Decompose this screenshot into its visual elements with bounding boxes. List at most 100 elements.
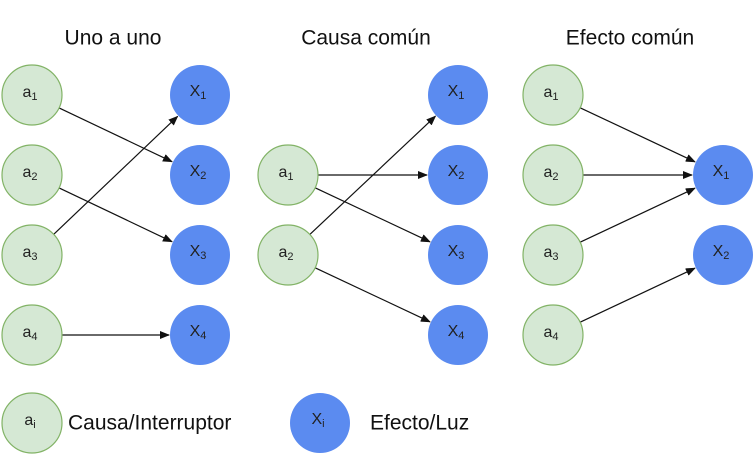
arrow-edge: [58, 187, 173, 243]
cause-node-label-subscript: 4: [552, 331, 558, 343]
effect-node-label-base: X: [190, 83, 201, 100]
effect-node: X3: [170, 225, 230, 285]
effect-node-label-subscript: 2: [458, 170, 464, 182]
cause-node: a2: [522, 144, 584, 206]
effect-node-circle: [428, 145, 488, 205]
effect-node-circle: [170, 225, 230, 285]
arrow-edge: [309, 115, 437, 235]
panel-title: Causa común: [301, 27, 431, 50]
effect-node-circle: [170, 305, 230, 365]
cause-node-label-subscript: 4: [31, 331, 37, 343]
arrow-edge: [579, 107, 696, 163]
cause-node-label-subscript: 2: [552, 171, 558, 183]
effect-node-label: X2: [713, 243, 730, 263]
cause-node-label-base: a: [543, 244, 552, 261]
legend-effect-symbol: Xi: [311, 411, 324, 431]
cause-node: a1: [1, 64, 63, 126]
effect-node-label: X3: [448, 243, 465, 263]
effect-node-label: X1: [190, 83, 207, 103]
cause-node-label-subscript: 2: [287, 251, 293, 263]
legend-effect-symbol-base: X: [311, 411, 322, 428]
effect-node-label-base: X: [713, 243, 724, 260]
cause-node-circle: [522, 224, 584, 286]
legend-effect-label: Efecto/Luz: [370, 412, 469, 435]
effect-node-label-base: X: [190, 243, 201, 260]
effect-node-circle: [693, 225, 753, 285]
effect-node-label-subscript: 4: [200, 330, 206, 342]
legend-cause-label: Causa/Interruptor: [68, 412, 231, 435]
effect-node: X4: [428, 305, 488, 365]
effect-node-circle: [428, 305, 488, 365]
effect-node-circle: [428, 65, 488, 125]
effect-node-circle: [170, 65, 230, 125]
effect-node-circle: [170, 145, 230, 205]
effect-node-label-base: X: [448, 83, 459, 100]
effect-node-circle: [428, 225, 488, 285]
cause-node-circle: [257, 224, 319, 286]
cause-node: a4: [1, 304, 63, 366]
cause-node-circle: [1, 224, 63, 286]
cause-node-label: a2: [22, 164, 37, 184]
cause-node-label-subscript: 3: [552, 251, 558, 263]
cause-node-label-base: a: [278, 164, 287, 181]
effect-node-label: X2: [190, 163, 207, 183]
effect-node-label-subscript: 1: [723, 170, 729, 182]
effect-node: X4: [170, 305, 230, 365]
effect-node-label-subscript: 1: [200, 90, 206, 102]
cause-node-label-base: a: [22, 164, 31, 181]
cause-node-circle: [522, 64, 584, 126]
cause-node: a2: [1, 144, 63, 206]
cause-node-label-base: a: [22, 324, 31, 341]
effect-node-label: X4: [190, 323, 207, 343]
cause-node-label-base: a: [22, 244, 31, 261]
legend-cause-symbol: ai: [24, 412, 35, 432]
cause-node-label: a4: [22, 324, 37, 344]
effect-node-label-subscript: 2: [723, 250, 729, 262]
cause-node-label-base: a: [278, 244, 287, 261]
effect-node: X3: [428, 225, 488, 285]
effect-node-label-base: X: [713, 163, 724, 180]
cause-node-circle: [522, 144, 584, 206]
effect-node-label: X2: [448, 163, 465, 183]
effect-node-label-base: X: [448, 163, 459, 180]
cause-node-circle: [522, 304, 584, 366]
cause-node-label: a4: [543, 324, 558, 344]
legend-cause-symbol-base: a: [24, 412, 33, 429]
arrow-edge: [314, 267, 431, 323]
effect-node-circle: [693, 145, 753, 205]
cause-node-label: a1: [543, 84, 558, 104]
effect-node: X2: [170, 145, 230, 205]
effect-node: X1: [693, 145, 753, 205]
cause-node-label-base: a: [22, 84, 31, 101]
effect-node: X2: [428, 145, 488, 205]
effect-node-label-base: X: [190, 323, 201, 340]
effect-node-label-base: X: [190, 163, 201, 180]
cause-node-label: a2: [543, 164, 558, 184]
arrow-edge: [53, 115, 179, 235]
effect-node: X2: [693, 225, 753, 285]
cause-node-label-base: a: [543, 324, 552, 341]
cause-node: a1: [522, 64, 584, 126]
cause-node-circle: [1, 64, 63, 126]
cause-node: a4: [522, 304, 584, 366]
panel-title: Efecto común: [566, 27, 694, 50]
effect-node-label-subscript: 2: [200, 170, 206, 182]
cause-node: a3: [1, 224, 63, 286]
cause-node: a2: [257, 224, 319, 286]
effect-node-label-base: X: [448, 323, 459, 340]
effect-node-label-base: X: [448, 243, 459, 260]
legend-cause-circle: [1, 392, 63, 454]
effect-node-label: X4: [448, 323, 465, 343]
effect-node: X1: [170, 65, 230, 125]
cause-node: a1: [257, 144, 319, 206]
cause-node-label: a3: [543, 244, 558, 264]
cause-node-circle: [1, 304, 63, 366]
cause-node-label: a3: [22, 244, 37, 264]
legend-cause-symbol-subscript: i: [33, 419, 35, 431]
effect-node-label-subscript: 3: [458, 250, 464, 262]
